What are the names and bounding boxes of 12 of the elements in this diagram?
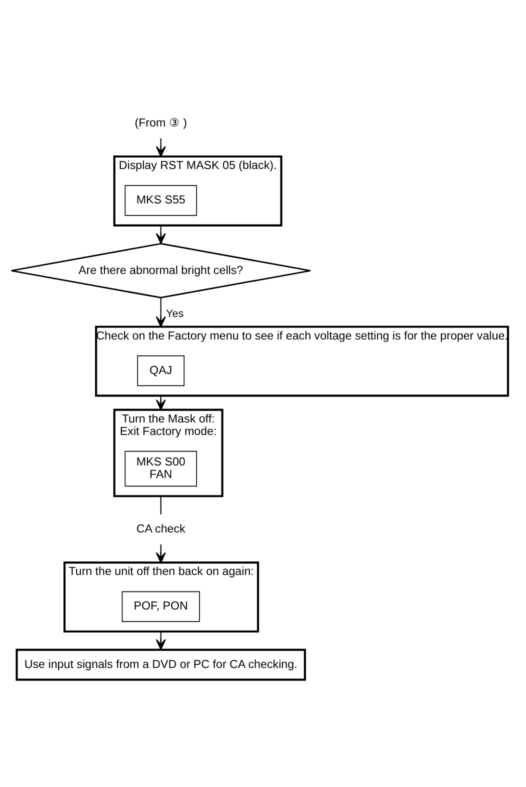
arrow <box>156 395 166 410</box>
node-text: CA check <box>136 522 186 535</box>
connector <box>160 496 162 514</box>
arrow <box>156 297 166 327</box>
node-box: Use input signals from a DVD or PC for CA checking. <box>16 648 306 680</box>
node-box: QAJ <box>137 354 185 386</box>
node-diamond: Are there abnormal bright cells? <box>10 242 312 298</box>
node-box: MKS S55 <box>124 184 197 216</box>
node-text: (From ③ ) <box>134 116 187 129</box>
node-box: MKS S00 FAN <box>124 450 197 486</box>
node-box: POF, PON <box>122 590 200 622</box>
edge-label: Yes <box>166 308 184 320</box>
